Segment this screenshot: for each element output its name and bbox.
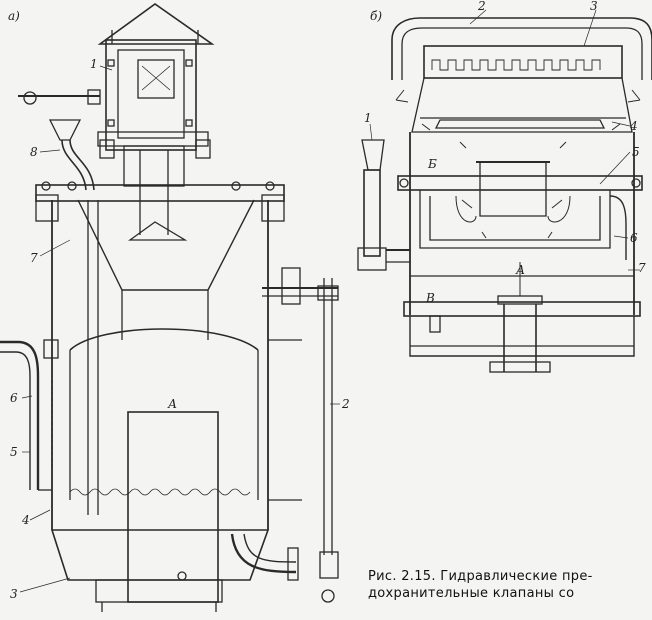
panel-label-a: а) <box>8 9 20 23</box>
panel-label-b: б) <box>370 9 382 23</box>
callout-a-7: 7 <box>30 251 38 265</box>
callout-b-7: 7 <box>638 261 646 275</box>
caption-line-1: Рис. 2.15. Гидравлические пре- <box>368 569 593 584</box>
callout-b-6: 6 <box>630 231 638 245</box>
caption-line-2: дохранительные клапаны со <box>368 586 575 601</box>
callout-b-3: 3 <box>590 0 598 13</box>
callout-a-A: А <box>167 397 177 411</box>
callout-a-6: 6 <box>10 391 18 405</box>
callout-b-A: А <box>515 263 525 277</box>
callout-b-5: 5 <box>632 145 640 159</box>
callout-a-4: 4 <box>21 513 30 527</box>
callout-b-2: 2 <box>477 0 486 13</box>
callout-a-3: 3 <box>10 587 18 601</box>
callout-b-4: 4 <box>629 119 638 133</box>
callout-a-8: 8 <box>30 145 38 159</box>
figure-a-drawing <box>0 3 339 612</box>
callout-a-5: 5 <box>10 445 18 459</box>
figure-caption: Рис. 2.15. Гидравлические пре- дохраните… <box>368 568 650 602</box>
figure-b-drawing <box>357 17 652 373</box>
callout-a-1: 1 <box>90 57 98 71</box>
callout-b-1: 1 <box>364 111 372 125</box>
callout-b-B: Б <box>427 157 437 171</box>
callout-a-2: 2 <box>341 397 350 411</box>
callout-b-V: В <box>425 291 435 305</box>
